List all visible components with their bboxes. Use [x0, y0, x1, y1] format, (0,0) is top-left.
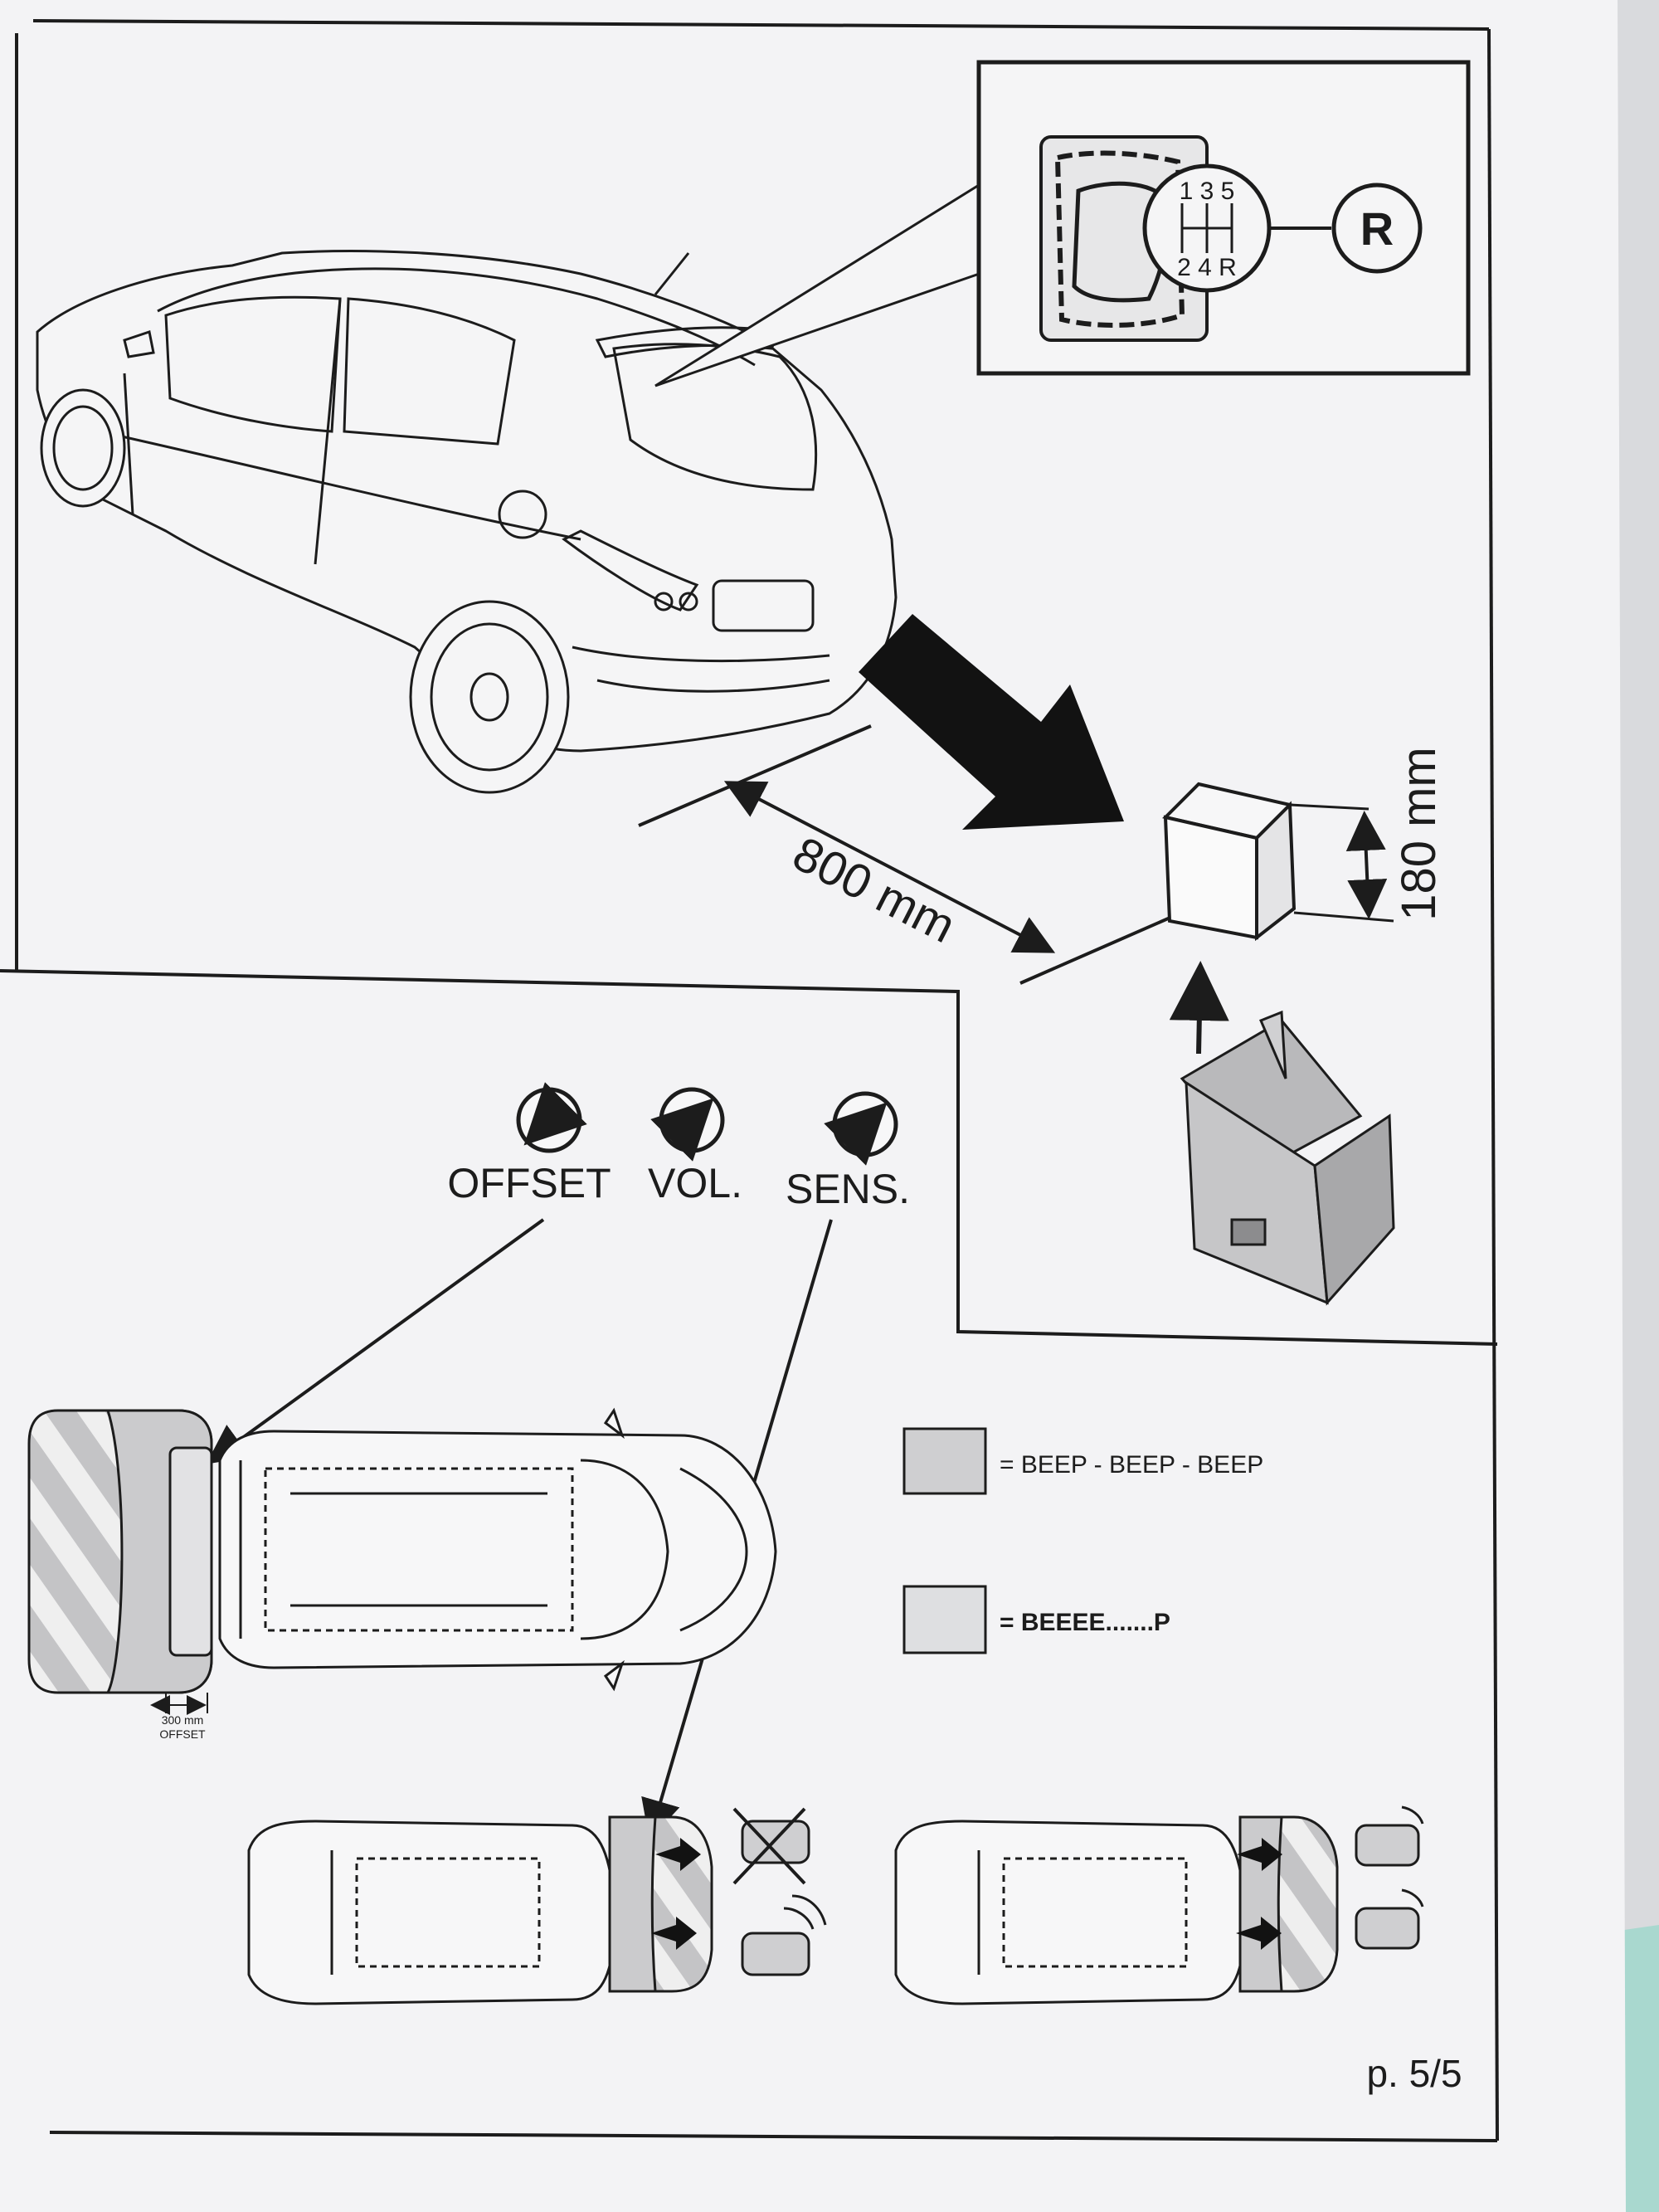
reverse-direction-arrow — [859, 614, 1124, 830]
gear-shift-inset: 1 3 5 2 4 R R — [976, 60, 1471, 376]
obstacle-box — [1162, 782, 1394, 942]
offset-distance-value: 300 mm — [162, 1713, 204, 1727]
volume-label: VOL. — [648, 1160, 742, 1206]
gear-pattern-bottom: 2 4 R — [1177, 254, 1237, 281]
sensor-zone-right — [1236, 1815, 1339, 1993]
control-knobs: OFFSET VOL. SENS. — [447, 1082, 910, 1212]
buzzer-sounding-icon-right-bottom — [1355, 1888, 1424, 1950]
offset-zone: 300 mm OFFSET — [27, 1409, 213, 1741]
up-arrow — [1169, 961, 1229, 1055]
legend-swatch-beep — [902, 1427, 987, 1495]
height-label: 180 mm — [1392, 747, 1446, 921]
sensitivity-knob[interactable] — [824, 1091, 898, 1166]
offset-leader-line — [206, 1218, 545, 1464]
legend-continuous-text: = BEEEE.......P — [1000, 1609, 1170, 1636]
legend: = BEEP - BEEP - BEEP = BEEEE.......P — [902, 1427, 1263, 1654]
car-top-view-small-left — [247, 1820, 615, 2005]
car-top-view-small-right — [894, 1820, 1246, 2005]
offset-label: OFFSET — [447, 1160, 611, 1206]
page-number: p. 5/5 — [1366, 2052, 1462, 2095]
buzzer-sounding-icon-right-top — [1355, 1805, 1424, 1867]
reverse-gear-label: R — [1360, 202, 1394, 255]
buzzer-sounding-icon — [741, 1894, 827, 1976]
sensor-zone-left — [608, 1815, 713, 1993]
gear-pattern-top: 1 3 5 — [1180, 178, 1235, 205]
page-frame — [0, 19, 1499, 2142]
sensitivity-label: SENS. — [786, 1166, 910, 1212]
legend-beep-text: = BEEP - BEEP - BEEP — [1000, 1451, 1263, 1479]
product-kit-box — [1180, 1010, 1395, 1306]
buzzer-muted-icon — [732, 1807, 810, 1885]
car-top-view-large — [218, 1407, 777, 1692]
legend-swatch-continuous — [902, 1585, 987, 1654]
offset-distance-caption: OFFSET — [159, 1727, 206, 1741]
volume-knob[interactable] — [650, 1087, 725, 1162]
reverse-gear-badge — [1331, 183, 1423, 274]
offset-knob[interactable] — [516, 1082, 587, 1153]
